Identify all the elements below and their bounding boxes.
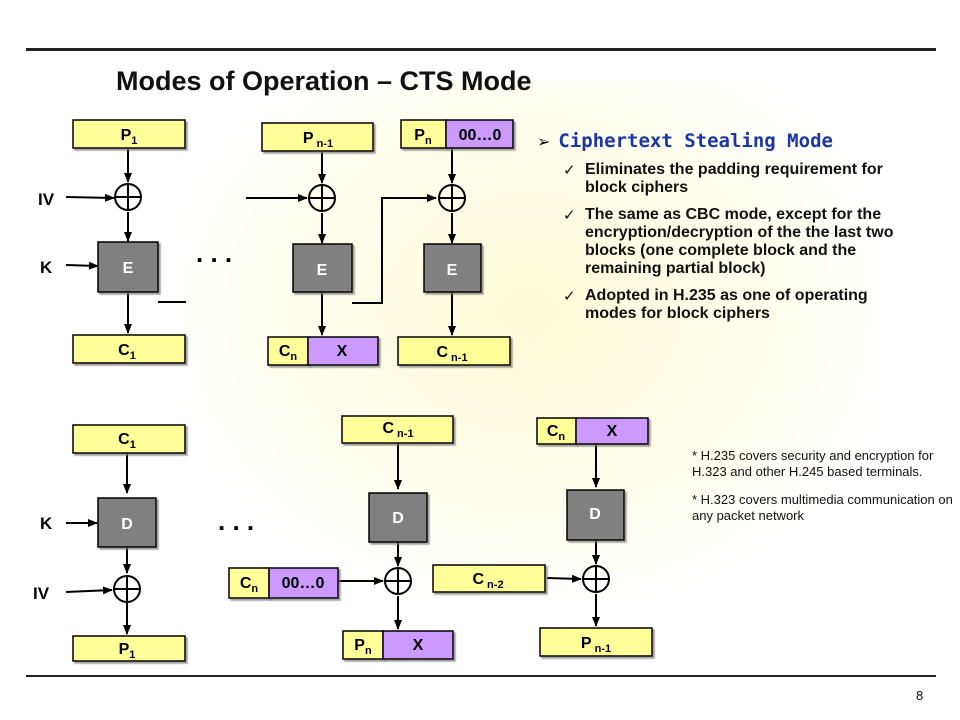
footnote-h235: * H.235 covers security and encryption f… (692, 448, 934, 479)
encrypt-p1-sub: 1 (131, 135, 137, 147)
svg-text:D: D (392, 510, 404, 527)
svg-text:Cn: Cn (547, 423, 566, 443)
check-icon: ✓ (563, 161, 576, 179)
encrypt-k-label: K (40, 258, 53, 277)
encrypt-pn1-block: P n-1 (261, 122, 374, 152)
encrypt-pad-label: 00…0 (459, 127, 502, 144)
svg-text:X: X (413, 637, 424, 654)
svg-text:C n-2: C n-2 (472, 571, 503, 591)
svg-text:D: D (121, 516, 133, 533)
encrypt-iv-label: IV (38, 190, 55, 209)
xor-icon (114, 183, 142, 211)
check-icon: ✓ (563, 206, 576, 224)
svg-text:X: X (337, 343, 348, 360)
svg-text:D: D (589, 506, 601, 523)
svg-text:P n-1: P n-1 (303, 130, 333, 150)
svg-text:Cn: Cn (279, 343, 298, 363)
encrypt-cn1-block: C n-1 (397, 336, 511, 366)
decrypt-pn-x-block: Pn X (342, 630, 454, 660)
svg-text:X: X (607, 423, 618, 440)
svg-text:P1: P1 (119, 641, 136, 661)
decrypt-iv-label: IV (33, 584, 50, 603)
top-rule (26, 48, 936, 51)
page-title: Modes of Operation – CTS Mode (116, 66, 532, 96)
encrypt-connectors (65, 148, 456, 336)
xor-icon (308, 184, 336, 212)
encrypt-pn-sub: n (425, 135, 432, 147)
svg-text:E: E (123, 260, 134, 277)
svg-text:Cn: Cn (240, 575, 259, 595)
xor-icon (384, 567, 412, 595)
svg-text:00…0: 00…0 (282, 575, 325, 592)
encrypt-e-box-1: E (97, 241, 159, 293)
bullet-item: ✓ Eliminates the padding requirement for… (563, 161, 917, 197)
bullet-item: ✓ Adopted in H.235 as one of operating m… (563, 287, 917, 323)
footnote-h323: * H.323 covers multimedia communication … (692, 492, 953, 523)
decrypt-pn1-block: P n-1 (539, 627, 653, 657)
footnote-box: * H.235 covers security and encryption f… (692, 448, 954, 536)
bullet-item: ✓ The same as CBC mode, except for the e… (563, 206, 917, 278)
encrypt-xor-group (114, 183, 466, 212)
decrypt-d-box-1: D (97, 497, 157, 548)
decrypt-cn1-block: C n-1 (341, 415, 454, 444)
encrypt-c1-block: C1 (72, 334, 186, 364)
encrypt-p1-block: P1 (72, 119, 186, 149)
encrypt-e-box-2: E (292, 243, 353, 293)
decrypt-d-box-3: D (566, 489, 625, 541)
bullet-heading-text: Ciphertext Stealing Mode (558, 130, 833, 152)
svg-text:E: E (317, 262, 328, 279)
bullet-item-text: Eliminates the padding requirement for b… (585, 161, 883, 196)
check-icon: ✓ (563, 287, 576, 305)
bullet-item-text: The same as CBC mode, except for the enc… (585, 206, 894, 277)
encrypt-e-box-3: E (423, 243, 482, 293)
decrypt-k-label: K (40, 514, 53, 533)
encrypt-cn-x-block: Cn X (267, 336, 379, 366)
decrypt-d-box-2: D (368, 492, 428, 543)
svg-text:C1: C1 (118, 431, 136, 451)
arrow-bullet-icon: ➢ (537, 131, 551, 151)
svg-text:C n-1: C n-1 (436, 344, 467, 364)
encrypt-pn1-main: P (303, 130, 314, 147)
decrypt-p1-block: P1 (72, 635, 186, 662)
svg-text:P1: P1 (121, 127, 138, 147)
decrypt-ellipsis: . . . (218, 506, 254, 536)
encrypt-ellipsis: . . . (196, 238, 232, 268)
encrypt-pn-main: P (414, 127, 425, 144)
bottom-rule (26, 675, 936, 677)
encrypt-pn1-sub: n-1 (314, 138, 334, 150)
bullet-list: ➢ Ciphertext Stealing Mode ✓ Eliminates … (537, 130, 917, 323)
xor-icon (582, 565, 610, 593)
encrypt-pn-pad-block: Pn 00…0 (400, 119, 514, 149)
bullet-item-text: Adopted in H.235 as one of operating mod… (585, 287, 868, 322)
page-number: 8 (916, 688, 924, 703)
decrypt-xor-group (113, 565, 610, 603)
xor-icon (113, 575, 141, 603)
svg-text:P n-1: P n-1 (581, 635, 611, 655)
svg-text:Pn: Pn (414, 127, 432, 147)
svg-text:E: E (447, 262, 458, 279)
decrypt-cn-x-block: Cn X (536, 417, 649, 445)
svg-text:C1: C1 (118, 342, 136, 362)
decrypt-cn-pad-block: Cn 00…0 (228, 567, 339, 599)
svg-text:C n-1: C n-1 (382, 420, 413, 440)
encrypt-p1-main: P (121, 127, 132, 144)
svg-text:Pn: Pn (354, 637, 372, 657)
decrypt-c1-block: C1 (72, 424, 186, 454)
xor-icon (438, 184, 466, 212)
decrypt-connectors (65, 443, 600, 635)
decrypt-cn2-block: C n-2 (432, 564, 546, 593)
bullet-heading: ➢ Ciphertext Stealing Mode (537, 130, 917, 152)
